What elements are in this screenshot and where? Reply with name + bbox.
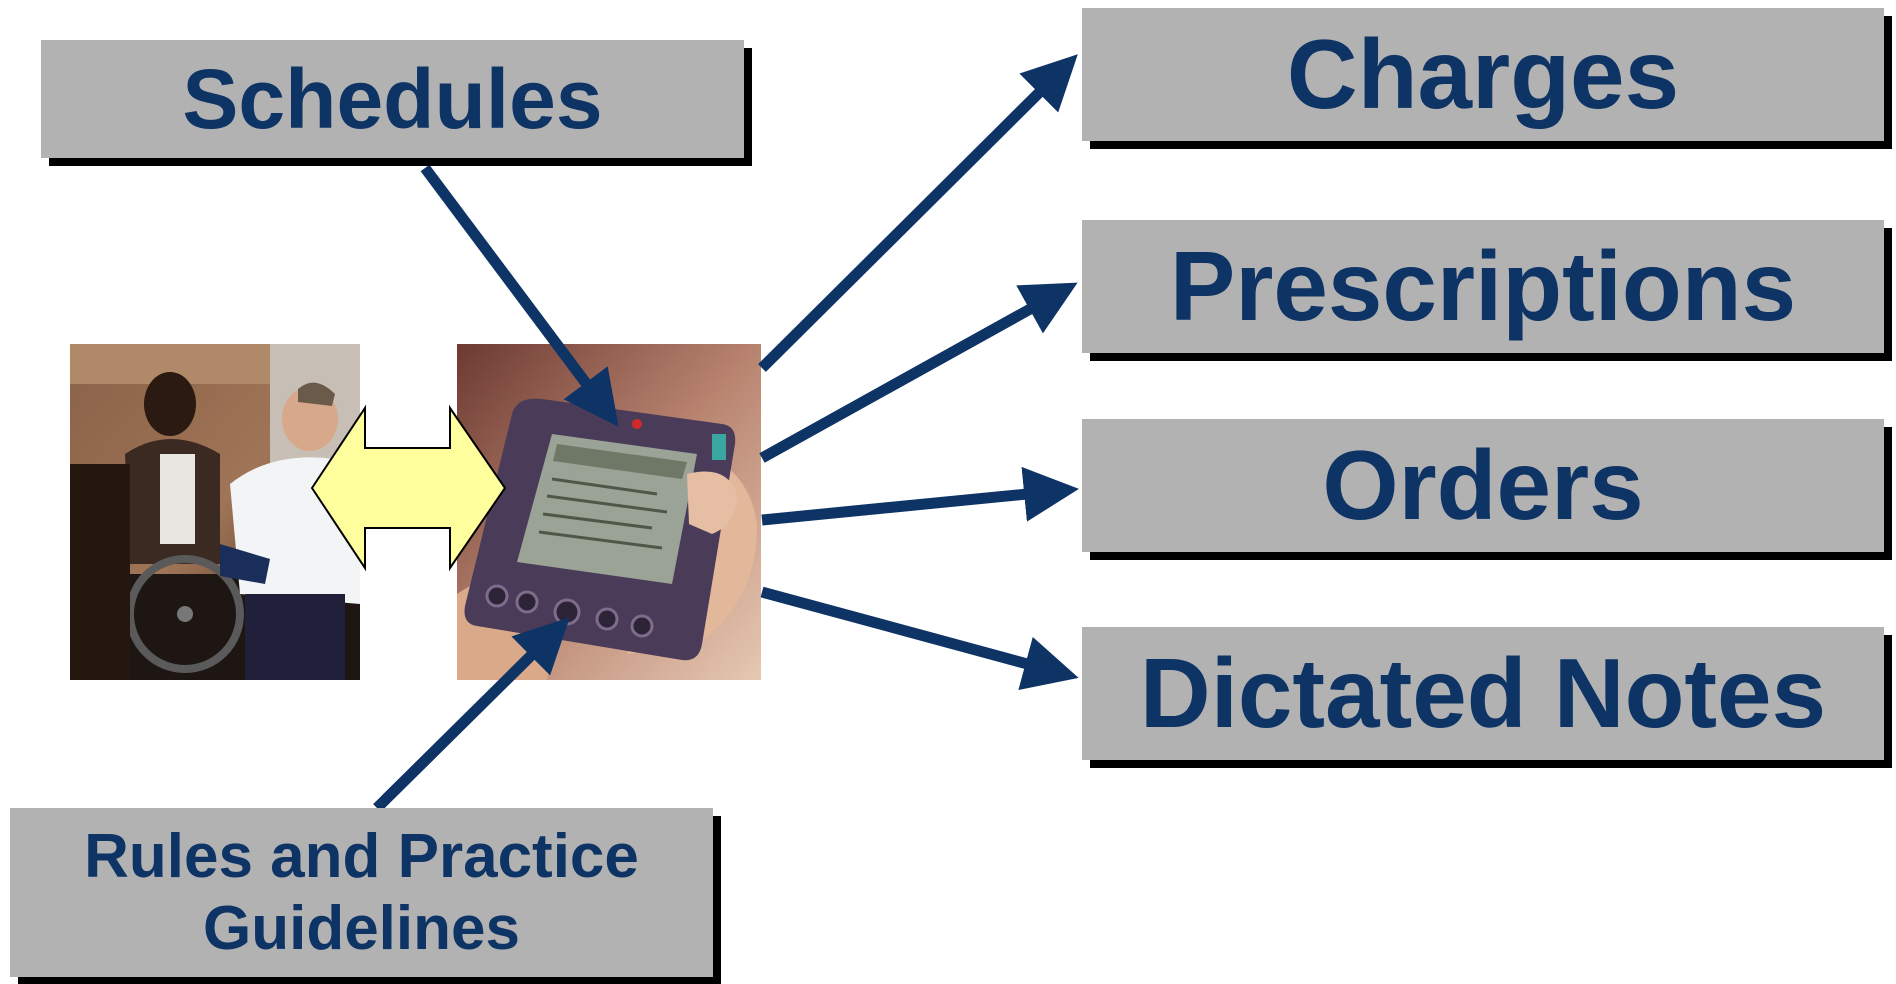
- rules-label-line2: Guidelines: [203, 893, 520, 963]
- orders-box: Orders: [1082, 419, 1884, 552]
- orders-label: Orders: [1322, 430, 1644, 541]
- arrow-pda-to-orders: [761, 466, 1079, 526]
- charges-box: Charges: [1082, 8, 1884, 141]
- prescriptions-box: Prescriptions: [1082, 220, 1884, 353]
- rules-guidelines-box: Rules and Practice Guidelines: [10, 808, 713, 977]
- arrow-pda-to-dictated-notes: [760, 586, 1079, 691]
- schedules-label: Schedules: [182, 51, 603, 146]
- rules-label-line1: Rules and Practice: [84, 822, 639, 892]
- prescriptions-label: Prescriptions: [1169, 231, 1797, 342]
- dictated-notes-box: Dictated Notes: [1082, 627, 1884, 760]
- dictated-notes-label: Dictated Notes: [1139, 638, 1827, 749]
- arrow-pda-to-prescriptions: [759, 282, 1078, 463]
- charges-label: Charges: [1286, 19, 1680, 130]
- schedules-box: Schedules: [41, 40, 744, 158]
- double-arrow-icon: [310, 404, 507, 572]
- clinician-patient-photo: [70, 344, 360, 680]
- arrow-rules-to-pda: [373, 617, 570, 812]
- arrow-schedules-to-pda: [420, 164, 619, 427]
- arrow-pda-to-charges: [758, 54, 1078, 372]
